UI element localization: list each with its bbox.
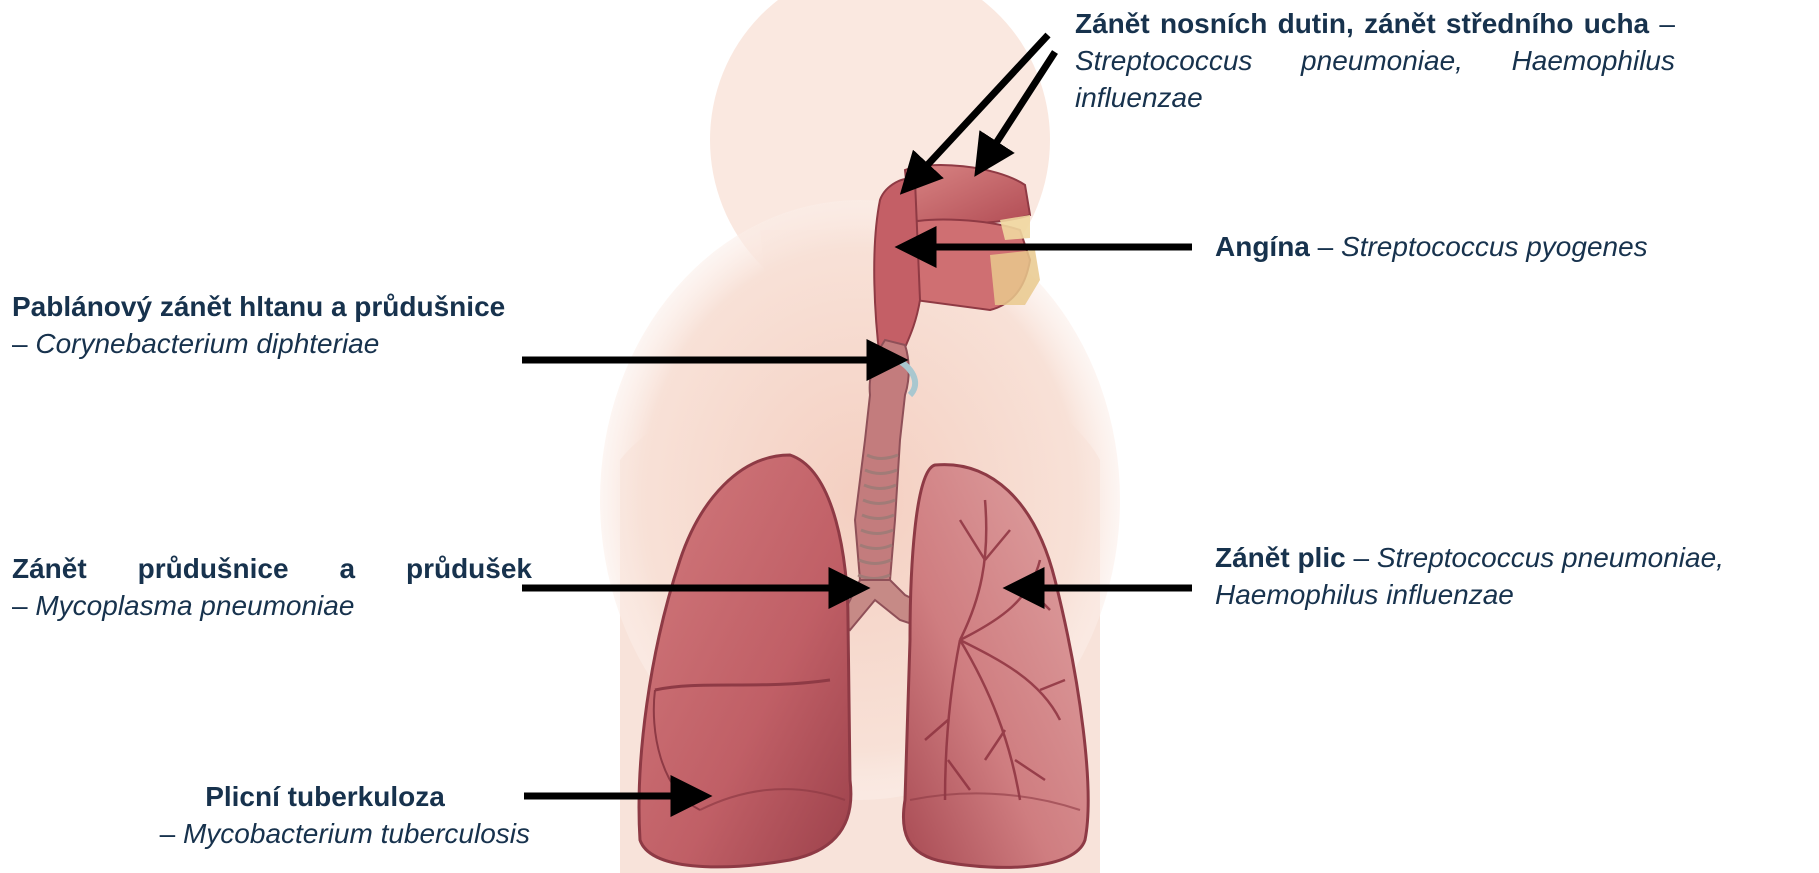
dash: – — [12, 328, 28, 359]
label-bronchitis: Zánět průdušnice a průdušek – Mycoplasma… — [12, 550, 532, 624]
label-angina: Angína – Streptococcus pyogenes — [1215, 228, 1815, 265]
label-diphtheria: Pablánový zánět hltanu a průdušnice – Co… — [12, 288, 652, 362]
pathogen-name: Mycobacterium tuberculosis — [183, 818, 530, 849]
pathogen-name: Corynebacterium diphteriae — [35, 328, 379, 359]
dash: – — [12, 590, 28, 621]
disease-name: Zánět průdušnice a průdušek — [12, 550, 532, 587]
pathogen-name: Mycoplasma pneumoniae — [35, 590, 354, 621]
disease-name: Plicní tuberkuloza — [60, 778, 530, 815]
disease-name: Pablánový zánět hltanu a průdušnice — [12, 291, 505, 322]
dash: – — [1353, 542, 1369, 573]
dash: – — [1659, 8, 1675, 39]
disease-name: Angína — [1215, 231, 1310, 262]
label-tuberculosis: Plicní tuberkuloza – Mycobacterium tuber… — [60, 778, 530, 852]
disease-name: Zánět plic — [1215, 542, 1346, 573]
dash: – — [160, 818, 176, 849]
disease-name: Zánět nosních dutin, zánět středního uch… — [1075, 8, 1649, 39]
label-pneumonia: Zánět plic – Streptococcus pneumoniae, H… — [1215, 539, 1815, 613]
dash: – — [1318, 231, 1334, 262]
pathogen-name: Streptococcus pneumoniae, Haemophilus in… — [1075, 45, 1675, 113]
pathogen-name: Streptococcus pyogenes — [1341, 231, 1648, 262]
label-sinusitis-otitis: Zánět nosních dutin, zánět středního uch… — [1075, 5, 1675, 116]
